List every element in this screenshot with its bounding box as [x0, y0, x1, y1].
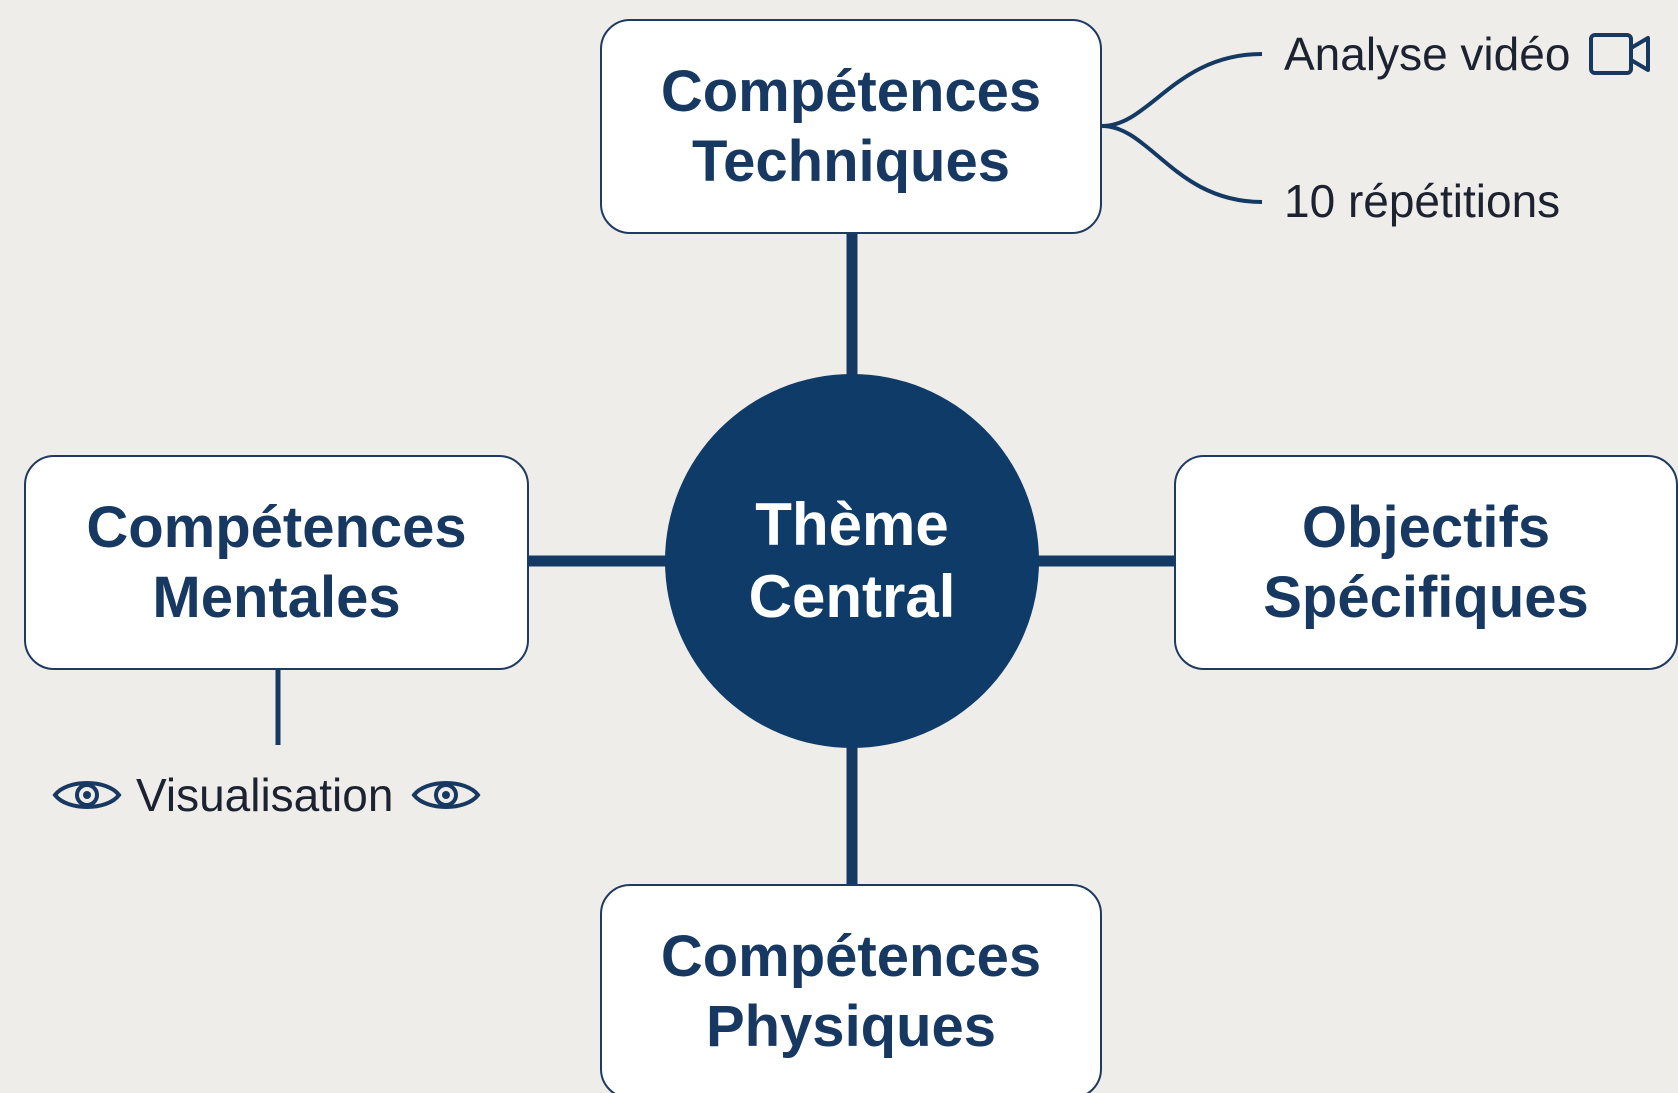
eye-icon [52, 773, 122, 817]
node-physical-skills[interactable]: Compétences Physiques [600, 884, 1102, 1093]
node-specific-objectives[interactable]: Objectifs Spécifiques [1174, 455, 1678, 670]
leaf-repetitions-label: 10 répétitions [1284, 175, 1561, 227]
central-theme-line1: Thème [755, 491, 949, 558]
node-mental-skills[interactable]: Compétences Mentales [24, 455, 529, 670]
video-camera-icon [1588, 31, 1662, 77]
node-physical-line1: Compétences [660, 923, 1042, 989]
central-theme-line2: Central [748, 563, 956, 630]
connector-technical-video [1101, 52, 1263, 128]
node-physical-line2: Physiques [705, 993, 997, 1059]
node-objectives-line1: Objectifs [1301, 494, 1551, 560]
eye-icon [411, 773, 481, 817]
leaf-video-analysis-label: Analyse vidéo [1284, 28, 1571, 80]
node-objectives-line2: Spécifiques [1263, 564, 1589, 630]
leaf-repetitions[interactable]: 10 répétitions [1284, 174, 1560, 228]
leaf-visualisation[interactable]: Visualisation [52, 768, 481, 822]
node-mental-line1: Compétences [86, 494, 467, 560]
connector-technical-repetitions [1101, 124, 1263, 204]
central-theme-node[interactable]: Thème Central [665, 374, 1039, 748]
leaf-visualisation-label: Visualisation [136, 769, 394, 821]
leaf-video-analysis[interactable]: Analyse vidéo [1284, 27, 1662, 81]
node-technical-skills[interactable]: Compétences Techniques [600, 19, 1102, 234]
node-technical-line2: Techniques [692, 128, 1010, 194]
node-technical-line1: Compétences [660, 58, 1042, 124]
node-mental-line2: Mentales [152, 564, 401, 630]
